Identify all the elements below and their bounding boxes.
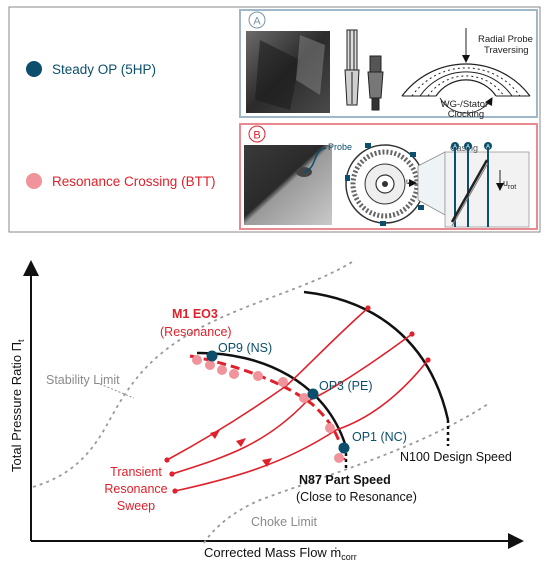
casing-label: Casing	[450, 143, 478, 153]
op3-label: OP3 (PE)	[319, 379, 373, 393]
y-axis-label: Total Pressure Ratio Πt	[9, 339, 26, 472]
panel-b: B Probe u Casing	[239, 123, 538, 230]
choke-limit-line	[203, 403, 489, 544]
probe-mark-2: A	[466, 145, 470, 151]
u-small-label: u	[406, 177, 410, 186]
op9-marker	[206, 350, 218, 362]
compressor-map: Total Pressure Ratio Πt Corrected Mass F…	[9, 260, 524, 562]
panel-b-photo	[244, 145, 332, 225]
resonance-crossing-markers	[192, 355, 344, 463]
panel-a-letter: A	[253, 16, 261, 28]
wg-stator-label: WG-/Stator-	[441, 99, 492, 110]
panel-a: A Radial Probe Traversing	[239, 9, 538, 120]
n100-label: N100 Design Speed	[400, 450, 512, 464]
top-frame	[8, 6, 541, 233]
sweep-endpoints	[164, 305, 431, 494]
x-axis-label: Corrected Mass Flow ṁcorr	[204, 545, 357, 562]
op1-marker	[338, 442, 350, 454]
m1eo3-note: (Resonance)	[160, 325, 232, 339]
sweep-arrows	[210, 430, 272, 467]
transient-label-3: Sweep	[117, 499, 155, 513]
probe-mark-3: A	[486, 145, 490, 151]
transient-label-1: Transient	[110, 465, 162, 479]
stability-limit-label: Stability Limit	[46, 373, 120, 387]
resonance-crossing-legend-label: Resonance Crossing (BTT)	[52, 174, 216, 189]
n87-label: N87 Part Speed	[299, 473, 391, 487]
steady-op-legend-marker	[26, 61, 42, 77]
op9-label: OP9 (NS)	[218, 341, 272, 355]
op3-marker	[307, 388, 319, 400]
n87-speed-line	[196, 351, 348, 448]
traversing-label: Traversing	[484, 45, 529, 56]
steady-op-legend-label: Steady OP (5HP)	[52, 62, 156, 77]
clocking-label: Clocking	[448, 109, 484, 120]
probe-mark-1: A	[453, 145, 457, 151]
probe-drawing	[344, 29, 384, 111]
m1eo3-resonance-line	[189, 354, 346, 461]
choke-limit-label: Choke Limit	[251, 515, 318, 529]
panel-b-letter: B	[253, 130, 260, 142]
annulus-schematic	[401, 28, 531, 114]
probe-label: Probe	[328, 142, 352, 152]
op1-label: OP1 (NC)	[352, 430, 407, 444]
blade-cascade: Casing	[444, 143, 530, 228]
m1eo3-label: M1 EO3	[172, 307, 218, 321]
rotor-disc	[345, 143, 425, 226]
radial-probe-label: Radial Probe	[478, 34, 533, 45]
n87-note: (Close to Resonance)	[296, 490, 417, 504]
transient-label-2: Resonance	[104, 482, 167, 496]
u-rot-label: urot	[503, 178, 516, 191]
n100-speed-line	[303, 290, 450, 421]
resonance-crossing-legend-marker	[26, 173, 42, 189]
